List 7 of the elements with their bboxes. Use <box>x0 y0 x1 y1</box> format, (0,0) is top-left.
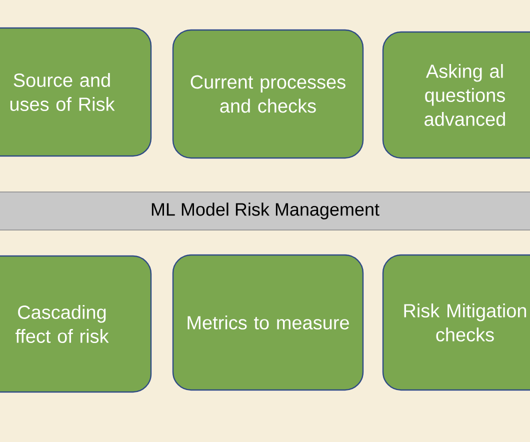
rounded-box: Source and uses of Risk <box>0 27 152 157</box>
rounded-box: Asking al questions advanced <box>382 31 530 159</box>
rounded-box: Current processes and checks <box>172 29 364 159</box>
rounded-box: Cascading ffect of risk <box>0 255 152 393</box>
rounded-box: Risk Mitigation checks <box>382 254 530 391</box>
banner-bar: ML Model Risk Management <box>0 192 530 230</box>
rounded-box: Metrics to measure <box>172 254 364 391</box>
